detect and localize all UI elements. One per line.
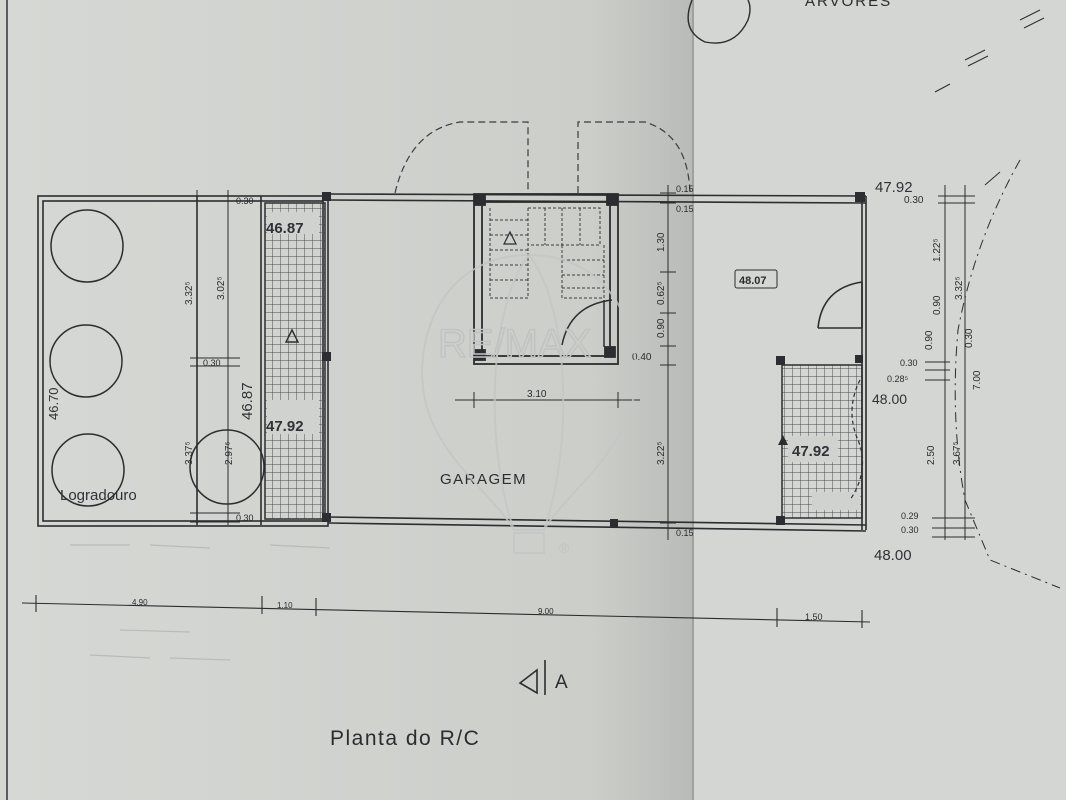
dim-lines-left (190, 190, 240, 525)
right-stair (778, 364, 864, 519)
level-right-top: 47.92 (875, 179, 913, 196)
top-label: ARVORES (805, 0, 892, 10)
level-stair-top: 46.87 (266, 220, 304, 237)
dim-core-width: 3.10 (527, 389, 547, 400)
dim-core-130: 1.30 (656, 232, 667, 252)
dim-bottom-900: 9.00 (538, 607, 554, 616)
level-right-stair: 47.92 (792, 443, 830, 460)
plan-title: Planta do R/C (330, 727, 480, 750)
dim-right-028: 0.28⁵ (887, 374, 909, 384)
dim-left-297: 2.97⁵ (224, 441, 235, 465)
level-stair-bottom: 47.92 (266, 418, 304, 435)
right-door (817, 281, 863, 329)
left-stair (264, 202, 326, 520)
dim-core-015-top: 0.15 (676, 184, 694, 194)
dim-core-090: 0.90 (656, 318, 667, 338)
faded-notes (70, 544, 331, 661)
level-right-room: 48.07 (739, 275, 767, 287)
dim-core-015-bottom: 0.15 (676, 528, 694, 538)
dim-right-030-top: 0.30 (904, 195, 924, 206)
dim-core-062: 0.62⁵ (656, 281, 667, 305)
top-tree (687, 0, 751, 44)
dim-core-015-b: 0.15 (676, 204, 694, 214)
dim-right-029: 0.29 (901, 511, 919, 521)
dim-right-030: 0.30 (964, 328, 975, 348)
dim-bottom-490: 4.90 (132, 598, 148, 607)
section-label: A (555, 672, 568, 693)
dim-left-305: 3.02⁵ (216, 276, 227, 300)
dim-left-325: 3.32⁵ (184, 281, 195, 305)
dim-right-030c: 0.30 (901, 525, 919, 535)
garage-label: GARAGEM (440, 471, 527, 488)
dim-lines-bottom (21, 595, 871, 628)
hatch-marks (934, 9, 1045, 93)
dim-right-700: 7.00 (972, 370, 983, 390)
level-right-outside-1: 48.00 (872, 391, 907, 407)
dim-right-367: 3.67⁵ (952, 441, 963, 465)
dim-right-090b: 0.90 (924, 330, 935, 350)
dim-left-mid-030: 0.30 (203, 358, 221, 368)
level-yard: 46.70 (46, 387, 61, 420)
dim-right-332: 3.32⁵ (954, 276, 965, 300)
section-marker (518, 660, 546, 695)
dim-right-030b: 0.30 (900, 358, 918, 368)
level-right-outside-2: 48.00 (874, 547, 912, 564)
dim-left-bottom-030: 0.30 (236, 513, 254, 523)
dim-right-250: 2.50 (926, 445, 937, 465)
dim-left-335: 3.37⁵ (184, 441, 195, 465)
stair-arrow (503, 230, 517, 245)
dim-left-top-030: 0.30 (236, 196, 254, 206)
dim-right-122: 1.22⁵ (932, 238, 943, 262)
yard-label: Logradouro (60, 487, 137, 504)
dim-bottom-150: 1.50 (805, 612, 823, 622)
dim-bottom-110: 1.10 (277, 601, 293, 610)
dim-lines-right (925, 159, 1061, 589)
dim-core-040: 0.40 (632, 352, 652, 363)
door-swings-top (394, 121, 691, 194)
yard-trees (49, 209, 265, 507)
dim-core-322: 3.22⁵ (656, 441, 667, 465)
dim-right-090: 0.90 (932, 295, 943, 315)
level-stair-mid: 46.87 (239, 382, 256, 420)
